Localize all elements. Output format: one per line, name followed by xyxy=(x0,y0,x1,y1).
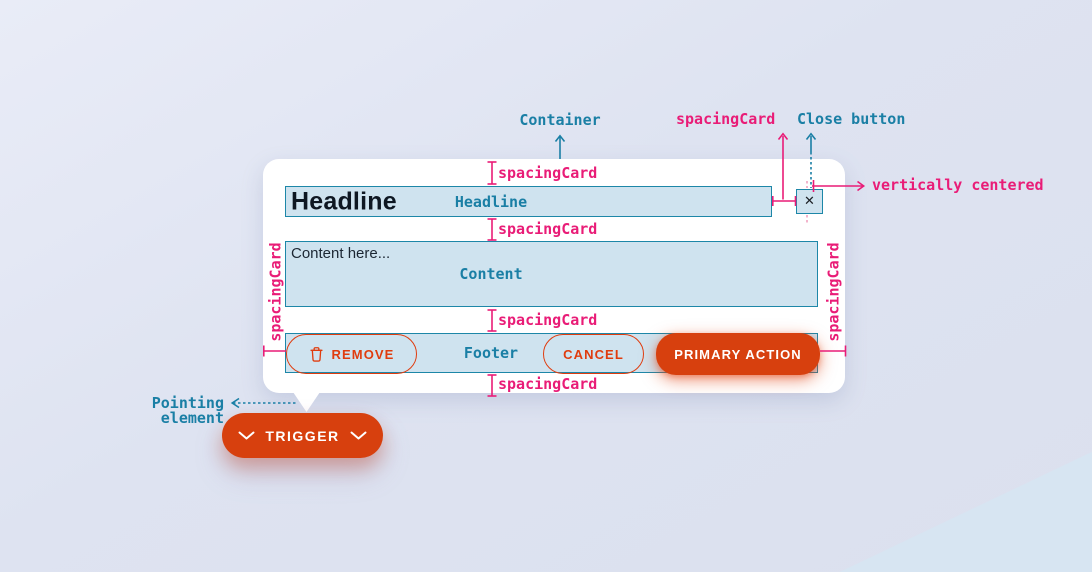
pointing-element-annotation: Pointing element xyxy=(120,396,224,426)
headline-title: Headline xyxy=(291,187,397,215)
spacing-card-label-left: spacingCard xyxy=(266,242,285,342)
chevron-down-icon xyxy=(350,431,367,440)
chevron-down-icon xyxy=(238,431,255,440)
pointing-element-line1: Pointing xyxy=(151,394,224,412)
primary-action-button[interactable]: PRIMARY ACTION xyxy=(656,333,820,375)
container-leader-arrow xyxy=(554,134,566,159)
remove-button[interactable]: REMOVE xyxy=(286,334,417,374)
footer-section: REMOVE Footer CANCEL PRIMARY ACTION xyxy=(285,333,820,375)
remove-button-label: REMOVE xyxy=(331,346,395,362)
container-annotation: Container xyxy=(519,111,601,129)
pointer-tail xyxy=(293,392,320,412)
spacing-card-label-3: spacingCard xyxy=(498,311,598,329)
spacing-card-label-right: spacingCard xyxy=(824,242,843,342)
pointing-element-leader-arrow xyxy=(230,397,296,409)
cancel-button-label: CANCEL xyxy=(563,346,624,362)
vertically-centered-annotation: vertically centered xyxy=(872,176,1044,194)
content-placeholder-text: Content here... xyxy=(291,245,391,262)
close-icon: ✕ xyxy=(804,194,815,209)
primary-action-label: PRIMARY ACTION xyxy=(674,346,802,362)
popover-card: Headline Headline ✕ Content here... Cont… xyxy=(263,159,845,412)
content-section: Content here... Content xyxy=(285,241,818,307)
spacing-card-annotation-top: spacingCard xyxy=(676,110,776,128)
spacing-card-label-2: spacingCard xyxy=(498,220,598,238)
footer-section-label: Footer xyxy=(463,344,519,362)
headline-section-label: Headline xyxy=(454,192,528,211)
cancel-button[interactable]: CANCEL xyxy=(543,334,644,374)
content-section-label: Content xyxy=(459,265,523,283)
trigger-button-label: TRIGGER xyxy=(265,427,340,444)
spacing-card-label-4: spacingCard xyxy=(498,375,598,393)
trigger-button[interactable]: TRIGGER xyxy=(222,413,383,458)
headline-section: Headline Headline xyxy=(285,186,772,217)
close-button[interactable]: ✕ xyxy=(796,189,823,214)
spacing-card-label-1: spacingCard xyxy=(498,164,598,182)
close-button-annotation: Close button xyxy=(797,110,906,128)
trash-icon xyxy=(309,346,323,362)
pointing-element-line2: element xyxy=(160,409,224,427)
